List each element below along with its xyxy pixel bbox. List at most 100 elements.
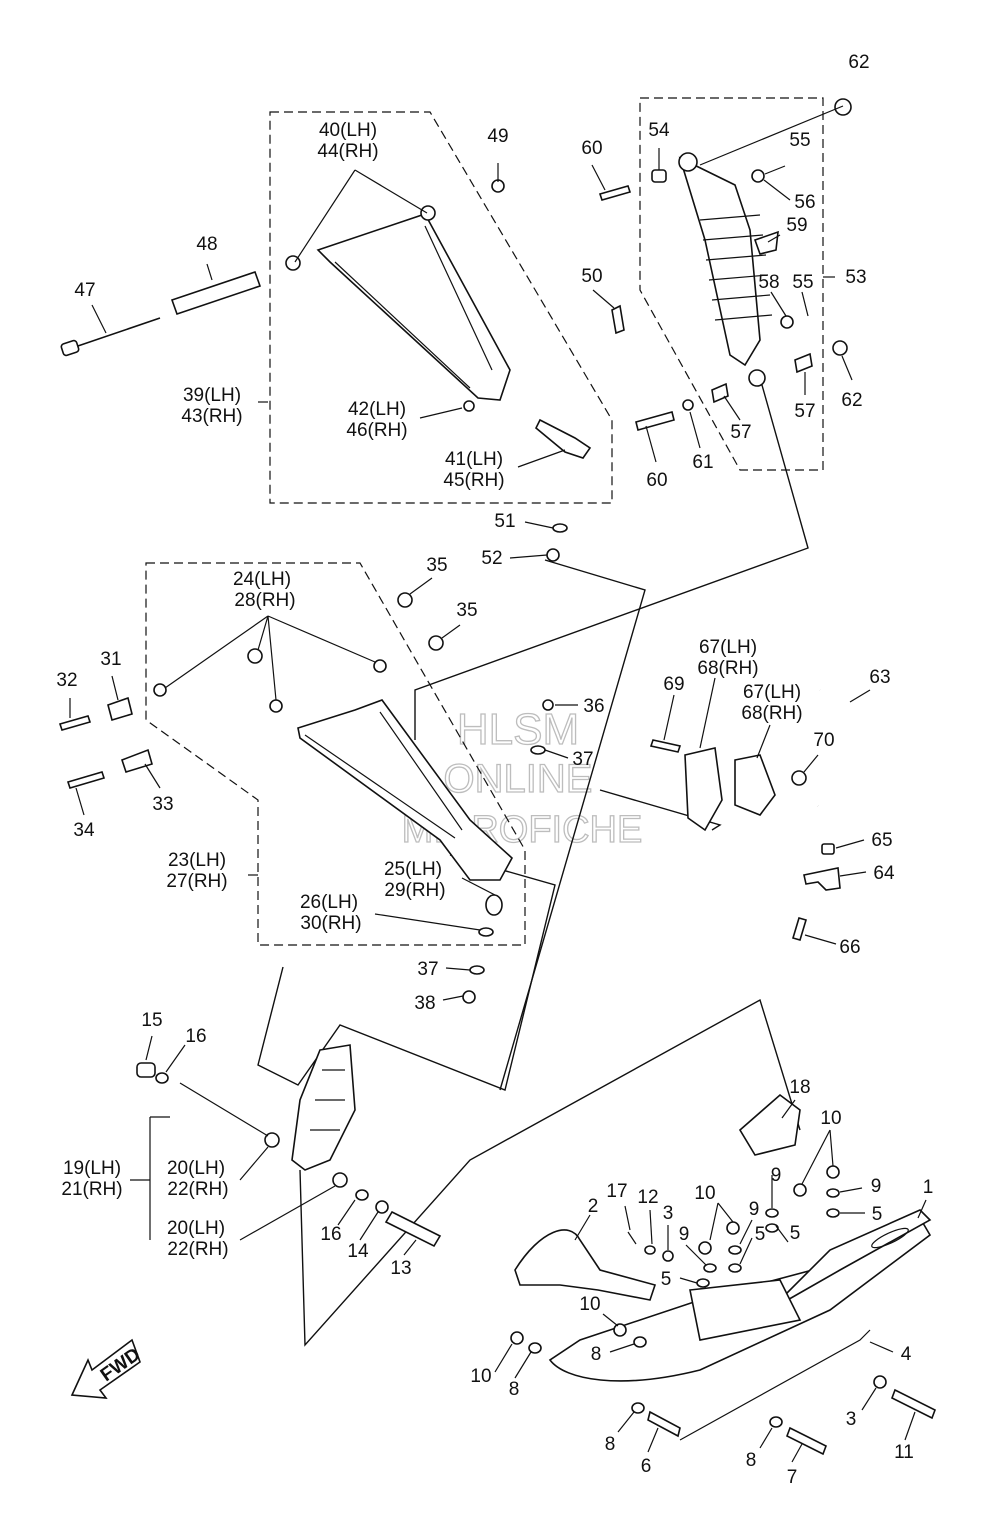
leader-20-22a bbox=[239, 1146, 269, 1181]
pin-17 bbox=[627, 1231, 637, 1245]
leader-61 bbox=[689, 411, 701, 449]
label-35a: 35 bbox=[426, 555, 447, 576]
label-48: 48 bbox=[196, 234, 217, 255]
collar-35-b bbox=[428, 635, 444, 651]
label-68rh-a: 68(RH) bbox=[697, 658, 758, 679]
nut-38 bbox=[462, 990, 476, 1004]
fwd-arrow-shape bbox=[70, 1338, 141, 1399]
collar-tube bbox=[170, 270, 262, 316]
leader-60a bbox=[591, 164, 606, 191]
ski-assembly bbox=[510, 1093, 937, 1456]
spindle-outline-lower bbox=[299, 998, 801, 1347]
collar-12 bbox=[644, 1245, 656, 1255]
label-51: 51 bbox=[494, 511, 515, 532]
collar-14 bbox=[375, 1200, 389, 1214]
bolt-head bbox=[60, 339, 80, 357]
label-31: 31 bbox=[100, 649, 121, 670]
collar-57-left bbox=[711, 382, 729, 404]
leader-10c bbox=[602, 1313, 619, 1327]
leader-33 bbox=[144, 763, 161, 789]
label-10d: 10 bbox=[470, 1366, 491, 1387]
bracket-64 bbox=[803, 867, 841, 891]
nut-10-c bbox=[726, 1221, 740, 1235]
leader-11 bbox=[904, 1411, 916, 1441]
stabilizer-bar-inner bbox=[816, 687, 893, 817]
label-57b: 57 bbox=[730, 422, 751, 443]
bracket-67 bbox=[684, 747, 723, 832]
label-23lh: 23(LH) bbox=[168, 850, 226, 871]
leader-14 bbox=[359, 1211, 379, 1241]
watermark-line-1: HLSM bbox=[457, 705, 579, 754]
leader-62a bbox=[699, 105, 844, 166]
group-boundaries bbox=[145, 97, 824, 1347]
label-43rh: 43(RH) bbox=[181, 406, 242, 427]
lower-bushing-c bbox=[247, 648, 263, 664]
leader-48 bbox=[206, 263, 213, 281]
spindle-outline-upper bbox=[257, 854, 556, 1091]
spindle-assembly bbox=[136, 1044, 442, 1248]
upper-a-arm bbox=[316, 213, 511, 401]
washer-9-b bbox=[728, 1245, 742, 1255]
clip-65 bbox=[821, 843, 835, 855]
washer-5-b bbox=[728, 1263, 742, 1273]
label-4: 4 bbox=[901, 1344, 912, 1365]
label-22rh-b: 22(RH) bbox=[167, 1239, 228, 1260]
label-58: 58 bbox=[758, 272, 779, 293]
label-33: 33 bbox=[152, 794, 173, 815]
leader-51 bbox=[524, 521, 554, 529]
long-bolt bbox=[71, 317, 161, 349]
bushing-54 bbox=[651, 169, 667, 183]
leader-34 bbox=[75, 787, 85, 816]
lower-bushing-d bbox=[373, 659, 387, 673]
label-19lh: 19(LH) bbox=[63, 1158, 121, 1179]
washer-37-upper bbox=[530, 745, 546, 755]
bolt-36 bbox=[542, 699, 554, 711]
spindle bbox=[291, 1044, 356, 1171]
spindle-ribs bbox=[310, 1069, 345, 1131]
label-46rh: 46(RH) bbox=[346, 420, 407, 441]
bolt-66 bbox=[792, 917, 807, 941]
label-10b: 10 bbox=[694, 1183, 715, 1204]
label-17: 17 bbox=[606, 1181, 627, 1202]
leader-lines bbox=[69, 105, 927, 1463]
label-39lh: 39(LH) bbox=[183, 385, 241, 406]
leader-8b bbox=[514, 1351, 532, 1379]
nut-10-d bbox=[793, 1183, 807, 1197]
label-32: 32 bbox=[56, 670, 77, 691]
upper-a-arm-inner-2 bbox=[424, 225, 493, 371]
lower-bushing-a bbox=[153, 683, 167, 697]
leader-70 bbox=[803, 754, 819, 773]
leader-26-30 bbox=[374, 913, 481, 931]
collar-62-bottom bbox=[832, 340, 848, 356]
bushing-15 bbox=[136, 1062, 156, 1078]
leader-8d bbox=[759, 1427, 773, 1449]
label-8d: 8 bbox=[746, 1450, 757, 1471]
washer-5-d bbox=[826, 1208, 840, 1218]
bolt-60-bottom bbox=[635, 411, 675, 431]
leader-38 bbox=[442, 995, 464, 1001]
label-57a: 57 bbox=[794, 401, 815, 422]
nut-56 bbox=[751, 169, 765, 183]
collar-3-bottom bbox=[873, 1375, 887, 1389]
label-6: 6 bbox=[641, 1456, 652, 1477]
collar-61 bbox=[682, 399, 694, 411]
clip-59 bbox=[753, 230, 779, 255]
leader-69 bbox=[663, 694, 675, 741]
bracket-68 bbox=[734, 754, 776, 816]
watermark-line-2: ONLINE bbox=[444, 757, 593, 801]
washer-8-bottom-right bbox=[769, 1416, 783, 1428]
leader-2 bbox=[574, 1214, 591, 1241]
label-42lh: 42(LH) bbox=[348, 399, 406, 420]
leader-1 bbox=[917, 1199, 927, 1219]
leader-66 bbox=[804, 934, 837, 945]
label-67lh-a: 67(LH) bbox=[699, 637, 757, 658]
leader-5a bbox=[679, 1277, 698, 1284]
stabilizer-assembly bbox=[649, 687, 893, 941]
label-10a: 10 bbox=[820, 1108, 841, 1129]
leader-24-28 bbox=[164, 615, 376, 701]
bolt-69 bbox=[649, 739, 682, 753]
label-40lh: 40(LH) bbox=[319, 120, 377, 141]
washer-16-top bbox=[155, 1072, 169, 1084]
label-44rh: 44(RH) bbox=[317, 141, 378, 162]
lower-a-arm-inner bbox=[304, 711, 463, 839]
